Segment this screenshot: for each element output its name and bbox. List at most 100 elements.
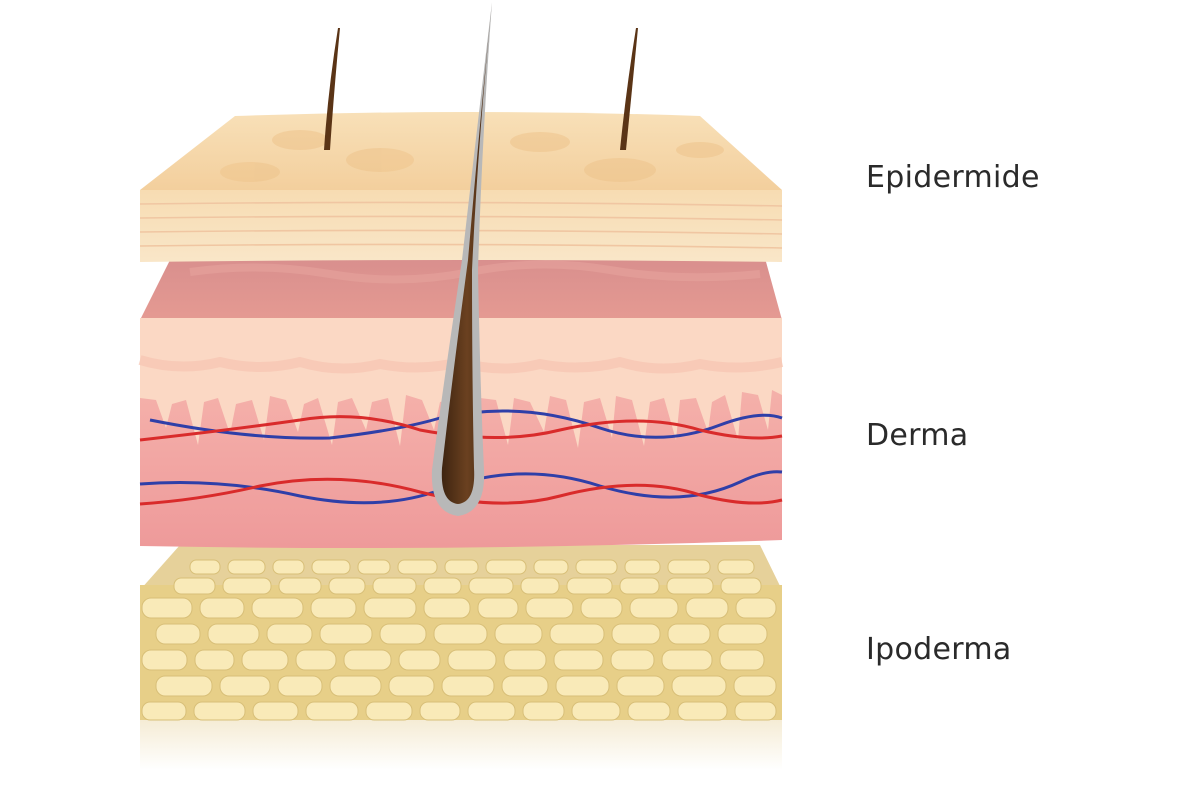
fat-cell — [619, 577, 660, 595]
fat-cell — [141, 701, 187, 721]
fat-cell — [610, 649, 655, 671]
label-epidermis: Epidermide — [866, 160, 1040, 195]
fat-cell — [398, 649, 441, 671]
fat-cell — [199, 597, 245, 619]
fat-cell — [503, 649, 547, 671]
fat-cell — [266, 623, 313, 645]
fat-cell — [685, 597, 729, 619]
fat-cell — [295, 649, 337, 671]
fat-cell — [719, 649, 765, 671]
hypodermis-layer — [140, 545, 782, 770]
fat-cell — [467, 701, 516, 721]
fat-cell — [372, 577, 417, 595]
fat-cell — [717, 559, 755, 575]
fat-cell — [278, 577, 322, 595]
fat-cell — [277, 675, 323, 697]
fat-cell — [477, 597, 519, 619]
fat-cell — [251, 597, 304, 619]
fat-cell — [611, 623, 661, 645]
fat-cell — [329, 675, 382, 697]
fat-cell — [363, 597, 417, 619]
fat-cell — [627, 701, 671, 721]
fat-cell — [397, 559, 438, 575]
hypodermis-fade — [140, 720, 782, 770]
fat-cell — [667, 559, 711, 575]
fat-cell — [735, 597, 777, 619]
fat-cell — [241, 649, 289, 671]
fat-cell — [520, 577, 560, 595]
fat-cell — [141, 597, 193, 619]
fat-cell — [666, 577, 714, 595]
fat-cell — [272, 559, 305, 575]
fat-cell — [522, 701, 565, 721]
fat-cell — [441, 675, 495, 697]
fat-cell — [194, 649, 235, 671]
epidermis-layer — [139, 112, 783, 262]
fat-cell — [571, 701, 621, 721]
epidermis-front — [140, 190, 782, 262]
fat-cell — [305, 701, 359, 721]
fat-cell — [624, 559, 661, 575]
hair-shaft — [441, 2, 492, 504]
fat-cell — [207, 623, 260, 645]
fat-cell — [219, 675, 271, 697]
fat-cell — [222, 577, 272, 595]
hair-small-left — [324, 28, 340, 150]
fat-cell — [555, 675, 610, 697]
fat-cell — [553, 649, 604, 671]
fat-cell — [447, 649, 497, 671]
fat-cell — [357, 559, 391, 575]
fat-cell — [580, 597, 623, 619]
fat-cell — [734, 701, 777, 721]
fat-cell — [549, 623, 605, 645]
vein-lower — [139, 470, 783, 505]
fat-cell — [423, 597, 471, 619]
fat-cell — [494, 623, 543, 645]
fat-cell — [328, 577, 366, 595]
fat-cell — [671, 675, 727, 697]
fat-cell — [193, 701, 246, 721]
fat-cell — [661, 649, 713, 671]
fat-cell — [677, 701, 728, 721]
fat-cell — [575, 559, 618, 575]
fat-cell — [155, 675, 213, 697]
hair-follicle — [431, 2, 492, 516]
fat-cell — [616, 675, 665, 697]
fat-cell — [433, 623, 488, 645]
fat-cell — [423, 577, 462, 595]
fat-cell — [141, 649, 188, 671]
fat-cell — [319, 623, 373, 645]
fat-cell — [227, 559, 266, 575]
fat-cell — [525, 597, 574, 619]
fat-cell — [365, 701, 413, 721]
fat-cell — [629, 597, 679, 619]
vein-upper — [149, 409, 783, 440]
fat-cells — [141, 559, 777, 721]
fat-cell — [419, 701, 461, 721]
fat-cell — [733, 675, 777, 697]
fat-cell — [388, 675, 435, 697]
fat-cell — [173, 577, 216, 595]
epidermis-texture — [220, 130, 724, 182]
fat-cell — [720, 577, 762, 595]
fat-cell — [468, 577, 514, 595]
epidermis-strata-lines — [139, 201, 783, 249]
fat-cell — [667, 623, 711, 645]
fat-cell — [501, 675, 549, 697]
fat-cell — [189, 559, 221, 575]
fat-cell — [379, 623, 427, 645]
fat-cell — [343, 649, 392, 671]
fat-cell — [311, 559, 351, 575]
hair-small-right — [620, 28, 638, 150]
label-hypodermis: Ipoderma — [866, 632, 1012, 667]
fat-cell — [717, 623, 768, 645]
fat-cell — [566, 577, 613, 595]
label-dermis: Derma — [866, 418, 969, 453]
fat-cell — [485, 559, 527, 575]
fat-cell — [310, 597, 357, 619]
fat-cell — [444, 559, 479, 575]
follicle-sheath — [431, 2, 492, 516]
fat-cell — [252, 701, 299, 721]
